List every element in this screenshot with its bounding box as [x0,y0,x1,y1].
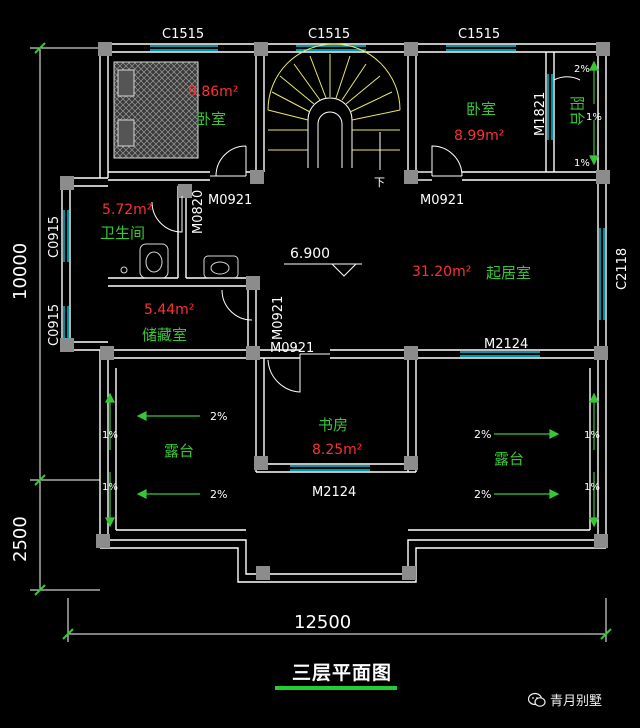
brand-watermark: 青月别墅 [527,690,603,709]
dimension-label: 12500 [294,612,351,633]
room-area: 5.72m² [102,202,152,218]
dimension-lines [30,42,612,642]
room-name: 阳台 [568,96,586,126]
slope-label: 2% [474,488,491,501]
room-name: 卧室 [196,110,226,128]
door-swings [151,76,581,393]
slope-label: 1% [102,482,118,493]
window-label: C0915 [47,304,62,346]
labels: C1515 C1515 C1515 C0915 C0915 C2118 M182… [10,27,630,633]
window-label: M1821 [533,92,548,136]
door-label: M0921 [420,193,464,208]
walls [61,43,608,583]
room-name: 露台 [494,450,524,468]
door-label: M0820 [191,190,206,234]
room-name: 储藏室 [142,326,187,344]
brand-name: 青月别墅 [550,694,603,709]
slope-arrows [105,60,599,528]
slope-label: 2% [210,488,227,501]
wechat-icon [527,692,546,708]
room-area: 8.25m² [312,442,362,458]
room-area: 9.86m² [188,84,238,100]
room-name: 卫生间 [100,224,145,242]
room-area: 31.20m² [412,264,471,280]
room-area: 5.44m² [144,302,194,318]
columns [60,42,610,580]
slope-label: 2% [474,428,491,441]
dimension-label: 10000 [10,243,31,300]
window-label: C2118 [615,248,630,290]
window-label: C1515 [458,27,500,42]
slope-label: 1% [584,482,600,493]
page-title: 三层平面图 [291,662,392,684]
room-name: 书房 [318,416,348,434]
window-label: C1515 [162,27,204,42]
dimension-label: 2500 [10,516,31,562]
door-label: M2124 [484,337,528,352]
stair-down-label: 下 [374,176,385,189]
elevation-marker-icon [284,263,362,277]
room-name: 卧室 [466,100,496,118]
slope-label: 2% [574,64,590,75]
room-name: 起居室 [486,264,531,282]
staircase [267,43,401,170]
slope-label: 2% [210,410,227,423]
slope-label: 1% [586,112,602,123]
room-area: 8.99m² [454,128,504,144]
door-label: M0921 [270,341,314,356]
window-label: C1515 [308,27,350,42]
window-label: C0915 [47,216,62,258]
slope-label: 1% [102,430,118,441]
door-label: M0921 [271,296,286,340]
door-label: M0921 [208,193,252,208]
slope-label: 1% [584,430,600,441]
room-name: 露台 [164,442,194,460]
windows [63,45,605,471]
furniture [113,61,239,279]
door-label: M2124 [312,485,356,500]
title-underline [275,686,397,690]
slope-label: 1% [574,158,590,169]
elevation-label: 6.900 [290,246,330,262]
